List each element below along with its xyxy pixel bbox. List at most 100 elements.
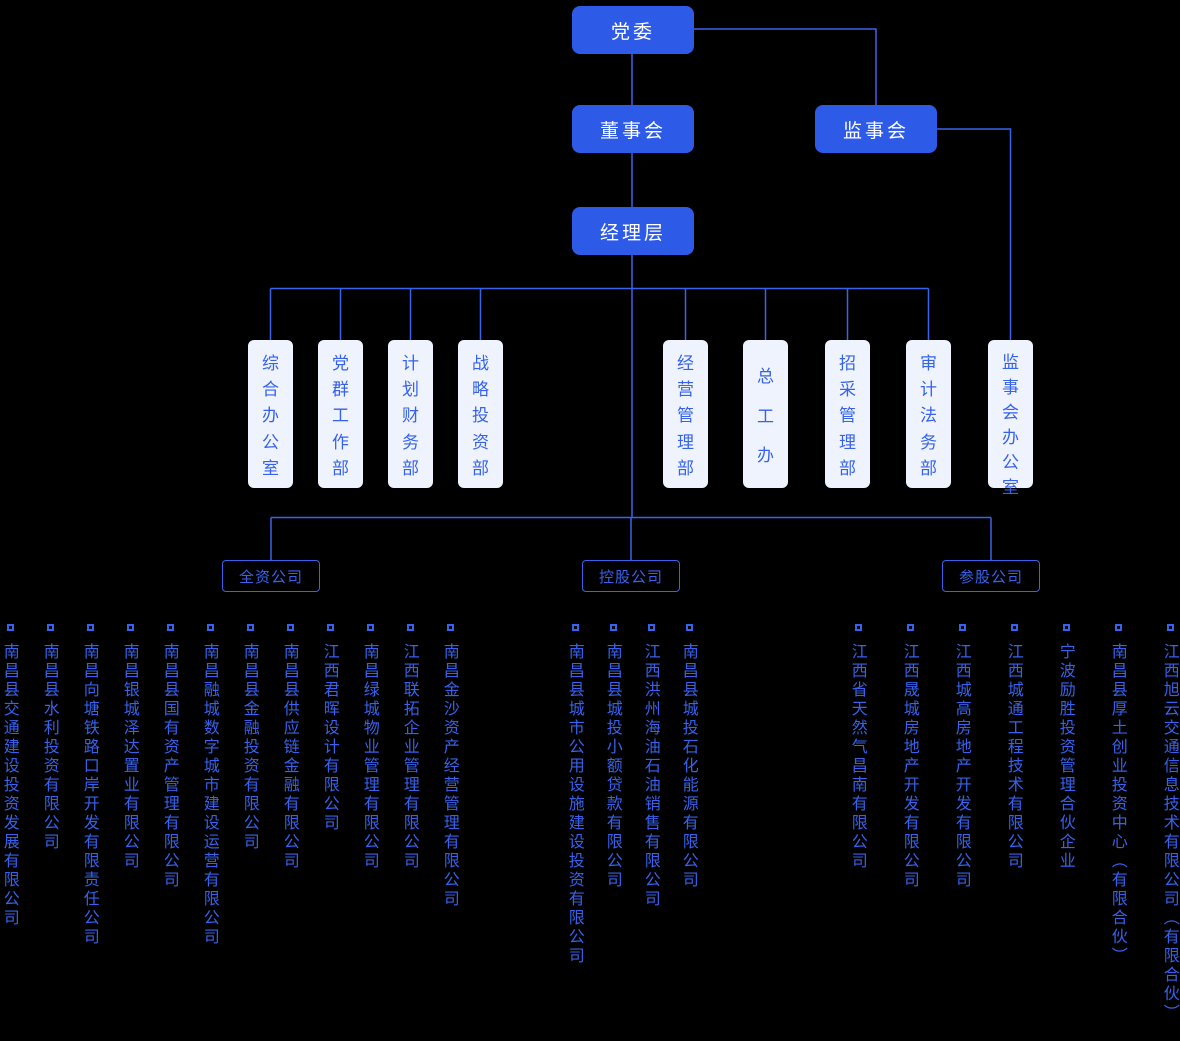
list-item: 南昌县城市公用设施建设投资有限公司 [556, 624, 594, 966]
square-bullet-icon [906, 624, 914, 631]
square-bullet-icon [166, 624, 174, 631]
square-bullet-icon [86, 624, 94, 631]
org-connector [694, 28, 877, 105]
list-item: 江西君晖设计有限公司 [310, 624, 350, 947]
company-name: 江西城高房地产开发有限公司 [952, 643, 972, 890]
node-party-committee: 党委 [572, 6, 694, 54]
category-label: 全资公司 [238, 567, 303, 586]
wholly-owned-companies-list: 南昌县交通建设投资发展有限公司 南昌县水利投资有限公司 南昌向塘铁路口岸开发有限… [0, 624, 470, 947]
list-item: 南昌向塘铁路口岸开发有限责任公司 [70, 624, 110, 947]
group-label-equity-participation: 参股公司 [942, 560, 1040, 592]
square-bullet-icon [854, 624, 862, 631]
company-name: 江西城通工程技术有限公司 [1004, 643, 1024, 871]
node-management-team: 经理层 [572, 207, 694, 255]
dept-label: 招采管理部 [839, 354, 856, 479]
company-name: 南昌金沙资产经营管理有限公司 [440, 643, 460, 909]
node-label: 党委 [610, 20, 655, 43]
company-name: 江西联拓企业管理有限公司 [400, 643, 420, 871]
square-bullet-icon [326, 624, 334, 631]
square-bullet-icon [6, 624, 14, 631]
company-name: 宁波励胜投资管理合伙企业 [1056, 643, 1076, 871]
dept-label: 综合办公室 [262, 354, 279, 479]
square-bullet-icon [958, 624, 966, 631]
dept-label: 计划财务部 [402, 354, 419, 479]
list-item: 南昌县金融投资有限公司 [230, 624, 270, 947]
category-label: 控股公司 [598, 567, 663, 586]
list-item: 江西联拓企业管理有限公司 [390, 624, 430, 947]
company-name: 南昌县城投石化能源有限公司 [679, 643, 699, 890]
square-bullet-icon [406, 624, 414, 631]
company-name: 南昌县城投小额贷款有限公司 [603, 643, 623, 890]
dept-operations-management: 经营管理部 [663, 340, 708, 488]
square-bullet-icon [1114, 624, 1122, 631]
node-label: 董事会 [599, 119, 666, 142]
square-bullet-icon [206, 624, 214, 631]
list-item: 南昌县城投石化能源有限公司 [670, 624, 708, 966]
list-item: 江西城通工程技术有限公司 [988, 624, 1040, 1023]
square-bullet-icon [126, 624, 134, 631]
group-label-wholly-owned: 全资公司 [222, 560, 320, 592]
list-item: 江西晟城房地产开发有限公司 [884, 624, 936, 1023]
node-label: 经理层 [599, 221, 666, 244]
dept-label: 监事会办公室 [1002, 353, 1019, 498]
company-name: 南昌县国有资产管理有限公司 [160, 643, 180, 890]
square-bullet-icon [1010, 624, 1018, 631]
list-item: 南昌县国有资产管理有限公司 [150, 624, 190, 947]
list-item: 南昌县水利投资有限公司 [30, 624, 70, 947]
node-label: 监事会 [842, 119, 909, 142]
company-name: 江西省天然气昌南有限公司 [848, 643, 868, 871]
company-name: 南昌银城泽达置业有限公司 [120, 643, 140, 871]
list-item: 江西城高房地产开发有限公司 [936, 624, 988, 1023]
dept-chief-engineer-office: 总工办 [743, 340, 788, 488]
company-name: 南昌县金融投资有限公司 [240, 643, 260, 852]
node-board-of-directors: 董事会 [572, 105, 694, 153]
square-bullet-icon [286, 624, 294, 631]
dept-planning-finance: 计划财务部 [388, 340, 433, 488]
list-item: 江西洪州海油石油销售有限公司 [632, 624, 670, 966]
company-name: 南昌县交通建设投资发展有限公司 [0, 643, 20, 928]
equity-participation-companies-list: 江西省天然气昌南有限公司 江西晟城房地产开发有限公司 江西城高房地产开发有限公司… [832, 624, 1180, 1023]
category-label: 参股公司 [958, 567, 1023, 586]
square-bullet-icon [246, 624, 254, 631]
company-name: 南昌县水利投资有限公司 [40, 643, 60, 852]
dept-label: 审计法务部 [920, 354, 937, 479]
square-bullet-icon [647, 624, 655, 631]
company-name: 江西旭云交通信息技术有限公司（有限合伙） [1160, 643, 1180, 1023]
square-bullet-icon [571, 624, 579, 631]
list-item: 宁波励胜投资管理合伙企业 [1040, 624, 1092, 1023]
company-name: 江西君晖设计有限公司 [320, 643, 340, 833]
dept-label: 党群工作部 [332, 354, 349, 479]
list-item: 南昌县交通建设投资发展有限公司 [0, 624, 30, 947]
company-name: 南昌县厚土创业投资中心（有限合伙） [1108, 643, 1128, 966]
list-item: 南昌融城数字城市建设运营有限公司 [190, 624, 230, 947]
dept-label: 总工办 [757, 367, 774, 466]
square-bullet-icon [1062, 624, 1070, 631]
list-item: 江西省天然气昌南有限公司 [832, 624, 884, 1023]
list-item: 南昌县供应链金融有限公司 [270, 624, 310, 947]
company-name: 江西晟城房地产开发有限公司 [900, 643, 920, 890]
list-item: 南昌县厚土创业投资中心（有限合伙） [1092, 624, 1144, 1023]
company-name: 南昌县供应链金融有限公司 [280, 643, 300, 871]
square-bullet-icon [446, 624, 454, 631]
dept-general-office: 综合办公室 [248, 340, 293, 488]
square-bullet-icon [366, 624, 374, 631]
square-bullet-icon [685, 624, 693, 631]
dept-procurement-management: 招采管理部 [825, 340, 870, 488]
company-name: 南昌向塘铁路口岸开发有限责任公司 [80, 643, 100, 947]
square-bullet-icon [1166, 624, 1174, 631]
dept-audit-legal: 审计法务部 [906, 340, 951, 488]
dept-supervisory-board-office: 监事会办公室 [988, 340, 1033, 498]
company-name: 南昌绿城物业管理有限公司 [360, 643, 380, 871]
list-item: 南昌金沙资产经营管理有限公司 [430, 624, 470, 947]
list-item: 江西旭云交通信息技术有限公司（有限合伙） [1144, 624, 1180, 1023]
list-item: 南昌县城投小额贷款有限公司 [594, 624, 632, 966]
dept-strategic-investment: 战略投资部 [458, 340, 503, 488]
holding-companies-list: 南昌县城市公用设施建设投资有限公司 南昌县城投小额贷款有限公司 江西洪州海油石油… [556, 624, 708, 966]
group-label-holding: 控股公司 [582, 560, 680, 592]
square-bullet-icon [609, 624, 617, 631]
dept-party-masses-work: 党群工作部 [318, 340, 363, 488]
dept-label: 经营管理部 [677, 354, 694, 479]
company-name: 南昌县城市公用设施建设投资有限公司 [565, 643, 585, 966]
company-name: 江西洪州海油石油销售有限公司 [641, 643, 661, 909]
